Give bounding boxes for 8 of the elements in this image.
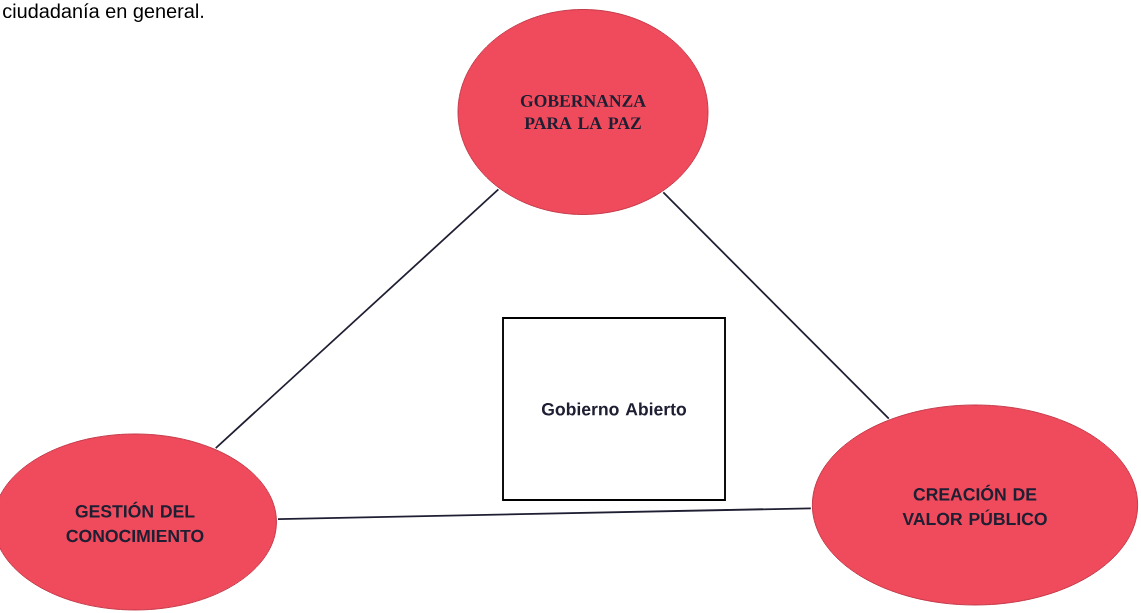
connector-line [277,507,812,520]
connector-line [662,191,890,420]
center-box: Gobierno Abierto [502,317,726,501]
connector-line [214,188,500,449]
ellipse-node: GOBERNANZA PARA LA PAZ [457,9,709,215]
ellipse-node: GESTIÓN DEL CONOCIMIENTO [0,433,277,611]
text-line: ciudadanía en general. [3,3,203,22]
ellipse-node: CREACIÓN DE VALOR PÚBLICO [811,404,1139,606]
